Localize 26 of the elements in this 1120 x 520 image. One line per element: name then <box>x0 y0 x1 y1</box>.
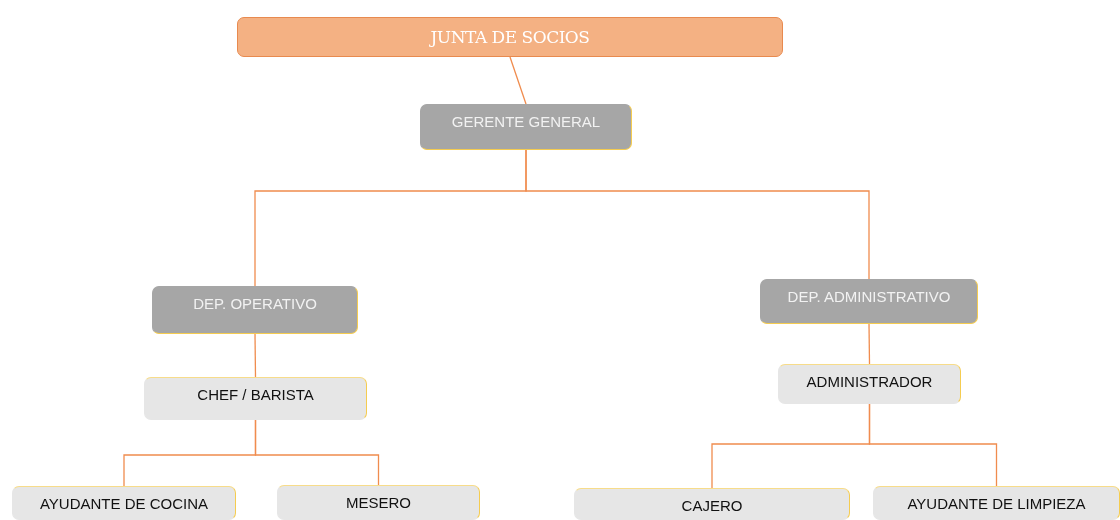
position-box <box>12 486 236 520</box>
node-label: AYUDANTE DE LIMPIEZA <box>907 495 1086 512</box>
position-box <box>144 377 367 420</box>
connector-line <box>525 149 870 280</box>
department-box <box>420 104 632 150</box>
department-box <box>152 286 358 334</box>
position-box <box>277 485 480 520</box>
node-label: AYUDANTE DE COCINA <box>39 495 209 512</box>
board-box <box>237 17 783 57</box>
node-label: DEP. OPERATIVO <box>193 295 317 312</box>
position-box <box>778 364 961 404</box>
node-label: GERENTE GENERAL <box>451 113 601 130</box>
node-label: MESERO <box>346 494 411 511</box>
node-label: DEP. ADMINISTRATIVO <box>787 288 951 305</box>
node-label: ADMINISTRADOR <box>806 373 933 390</box>
connector-line <box>868 323 871 365</box>
connector-line <box>254 333 257 378</box>
node-label: CAJERO <box>681 497 743 514</box>
position-box <box>873 486 1120 520</box>
connector-line <box>509 56 527 105</box>
connector-line <box>868 403 998 487</box>
connector-line <box>254 419 380 486</box>
node-label: CHEF / BARISTA <box>197 386 314 403</box>
node-label: JUNTA DE SOCIOS <box>430 27 590 47</box>
department-box <box>760 279 978 324</box>
position-box <box>574 488 850 520</box>
